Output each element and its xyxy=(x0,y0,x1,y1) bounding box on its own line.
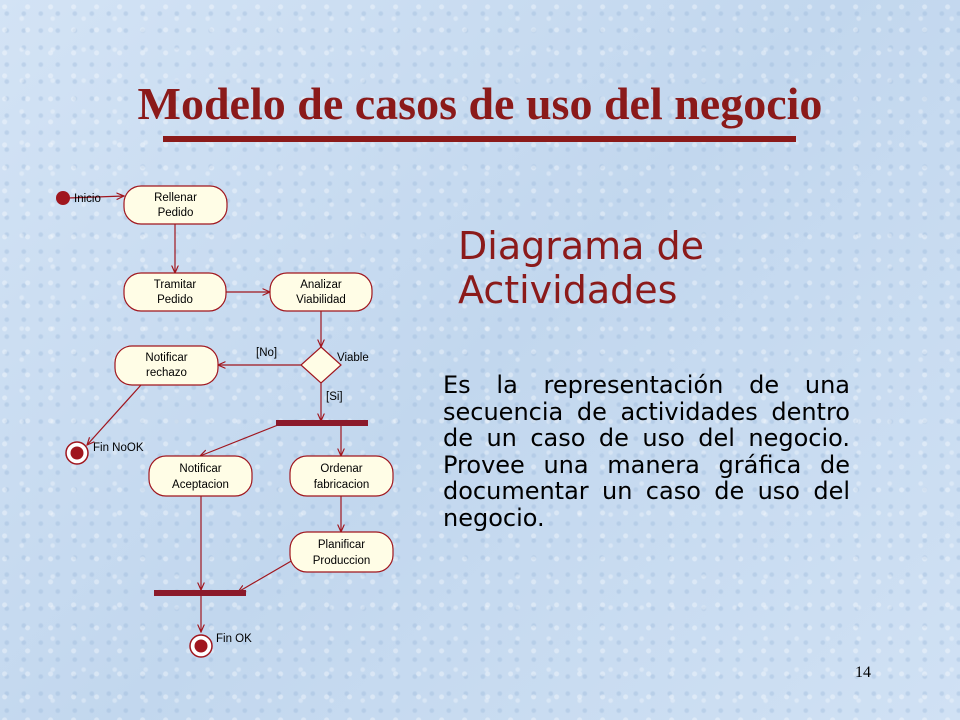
svg-text:Pedido: Pedido xyxy=(158,207,194,219)
slide-title: Modelo de casos de uso del negocio xyxy=(137,78,823,129)
activity-analizar-viabilidad: Analizar Viabilidad xyxy=(269,272,373,312)
edge-planificar-to-join xyxy=(238,559,294,592)
end-node-ok xyxy=(189,634,213,658)
decision-label: Viable xyxy=(337,352,369,364)
start-node-label: Inicio xyxy=(74,193,101,205)
edge-fork-to-aceptacion xyxy=(200,424,279,456)
svg-text:Viabilidad: Viabilidad xyxy=(296,294,346,306)
title-underline xyxy=(163,136,796,142)
activity-rellenar-pedido: Rellenar Pedido xyxy=(123,185,228,225)
guard-si: [Si] xyxy=(326,391,343,403)
section-subtitle: Diagrama de Actividades xyxy=(458,224,778,312)
end-node-ok-label: Fin OK xyxy=(216,633,252,645)
svg-text:Analizar: Analizar xyxy=(300,279,342,291)
svg-text:rechazo: rechazo xyxy=(146,367,187,379)
transitions xyxy=(67,196,341,632)
activity-ordenar-fabricacion: Ordenar fabricacion xyxy=(289,455,394,497)
svg-text:Notificar: Notificar xyxy=(145,352,187,364)
subtitle-line-1: Diagrama de xyxy=(458,224,705,268)
svg-text:fabricacion: fabricacion xyxy=(314,479,370,491)
decision-viable xyxy=(300,346,342,384)
activity-notificar-rechazo: Notificar rechazo xyxy=(114,345,219,386)
svg-text:Rellenar: Rellenar xyxy=(154,192,197,204)
start-node xyxy=(56,191,70,205)
edge-start-to-rellenar xyxy=(67,196,124,198)
activity-planificar-produccion: Planificar Produccion xyxy=(289,531,394,573)
activity-tramitar-pedido: Tramitar Pedido xyxy=(123,272,227,312)
svg-text:Notificar: Notificar xyxy=(179,463,221,475)
end-node-nook-label: Fin NoOK xyxy=(93,442,144,454)
fork-bar xyxy=(276,420,368,426)
svg-text:Aceptacion: Aceptacion xyxy=(172,479,229,491)
guard-no: [No] xyxy=(256,347,277,359)
svg-text:Produccion: Produccion xyxy=(313,555,371,567)
svg-text:Ordenar: Ordenar xyxy=(320,463,362,475)
svg-text:Planificar: Planificar xyxy=(318,539,365,551)
svg-text:Pedido: Pedido xyxy=(157,294,193,306)
page-number: 14 xyxy=(855,664,871,681)
join-bar xyxy=(154,590,246,596)
subtitle-line-2: Actividades xyxy=(458,268,678,312)
svg-text:Tramitar: Tramitar xyxy=(154,279,197,291)
description-text: Es la representación de una secuencia de… xyxy=(443,371,850,532)
edge-rechazo-to-fin-nook xyxy=(87,384,142,445)
end-node-nook xyxy=(65,441,89,465)
activity-notificar-aceptacion: Notificar Aceptacion xyxy=(148,455,253,497)
